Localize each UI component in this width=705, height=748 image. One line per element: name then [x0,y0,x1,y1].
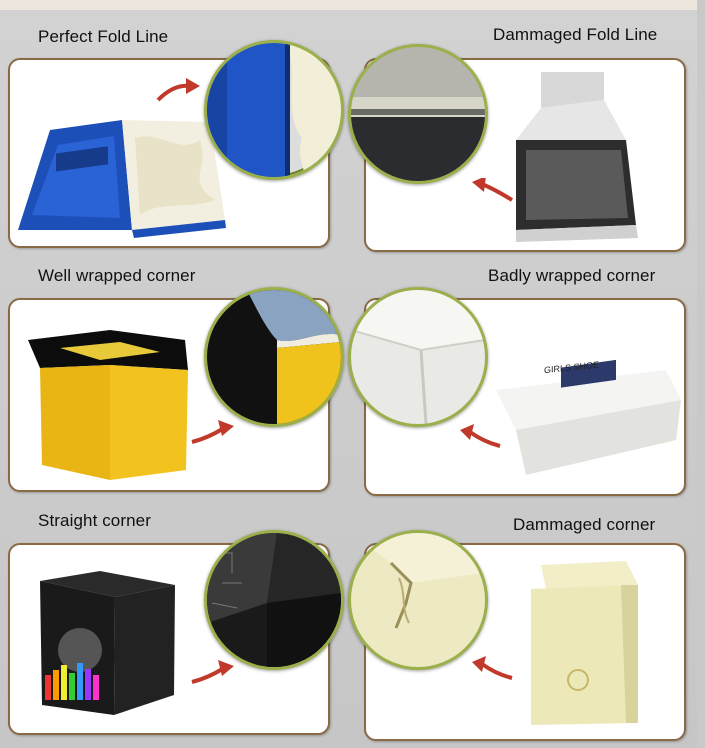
label-well-wrapped: Well wrapped corner [38,266,196,285]
yellow-box-illustration [28,330,188,480]
arrow-icon [472,656,513,680]
arrow-icon [191,660,234,684]
grey-box-illustration [516,72,638,242]
top-strip [0,0,697,10]
arrow-icon [156,78,200,102]
zoom-damaged-fold [348,44,488,184]
arrow-icon [472,178,514,202]
cream-box-illustration [531,561,638,725]
arrow-icon [460,424,501,448]
panel-damaged-fold [364,58,686,252]
label-damaged-fold: Dammaged Fold Line [493,25,658,44]
panel-well-wrapped [8,298,330,492]
zoom-perfect-fold [204,40,344,180]
arrow-icon [191,420,234,444]
white-box-illustration: GIRLS SHOE [496,360,681,475]
label-perfect-fold: Perfect Fold Line [38,27,169,46]
black-box-illustration [40,571,175,715]
label-badly-wrapped: Badly wrapped corner [488,266,656,285]
label-straight-corner: Straight corner [38,511,151,530]
zoom-well-wrapped [204,287,344,427]
zoom-straight-corner [204,530,344,670]
zoom-damaged-corner [348,530,488,670]
label-damaged-corner: Dammaged corner [513,515,656,534]
blue-box-illustration [18,120,226,238]
zoom-badly-wrapped [348,287,488,427]
